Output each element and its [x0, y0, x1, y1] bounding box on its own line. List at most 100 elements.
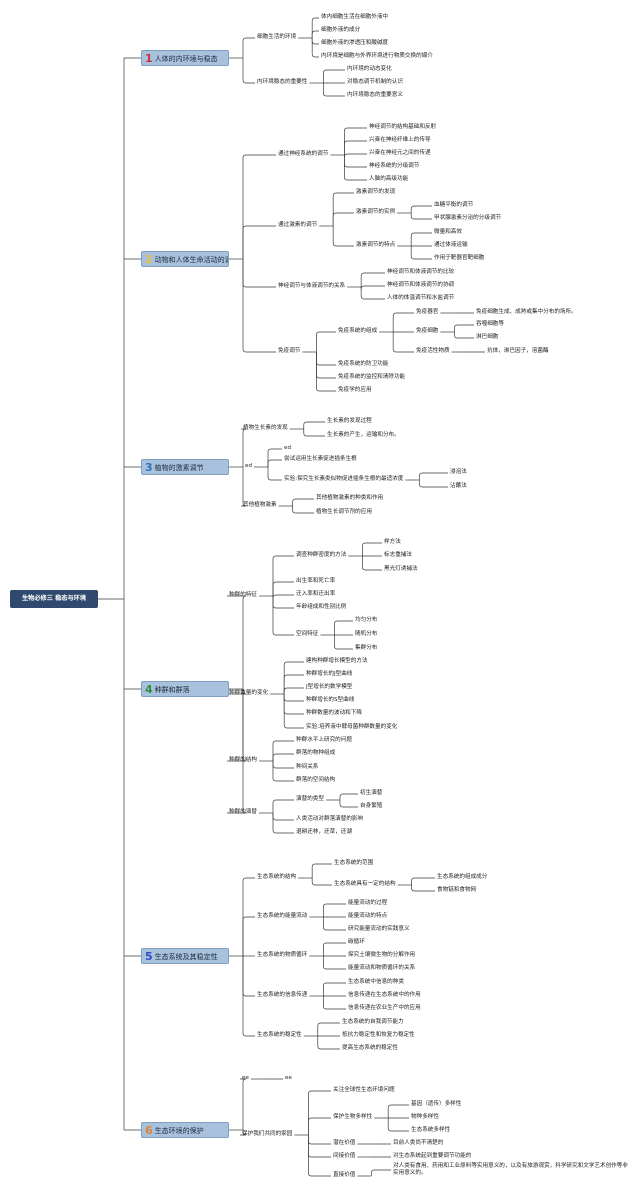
topic-node[interactable]: 实验:探究生长素类似物促进插条生根的最适浓度	[284, 476, 404, 482]
topic-node[interactable]: 黑光灯诱捕法	[384, 566, 418, 572]
topic-node[interactable]: 年龄组成和性别比例	[296, 604, 347, 610]
topic-node[interactable]: 甲状腺激素分泌的分级调节	[434, 215, 502, 221]
topic-node[interactable]: 实验:培养液中酵母菌种群数量的变化	[306, 724, 398, 730]
topic-node[interactable]: 内环境稳态的重要意义	[347, 92, 403, 98]
topic-node[interactable]: 抗体，淋巴因子，溶菌酶	[487, 348, 549, 354]
topic-node[interactable]: 探究土壤微生物的分解作用	[348, 952, 416, 958]
topic-node[interactable]: 人体的体温调节和水盐调节	[387, 295, 455, 301]
topic-node[interactable]: 直接价值	[333, 1172, 356, 1178]
topic-node[interactable]: 初生演替	[360, 790, 383, 796]
topic-node[interactable]: 退耕还林，还草，还湖	[296, 829, 352, 835]
topic-node[interactable]: ed	[245, 463, 252, 469]
topic-node[interactable]: 潜在价值	[333, 1140, 356, 1146]
topic-node[interactable]: 免疫系统的防卫功能	[338, 361, 389, 367]
topic-node[interactable]: 种间关系	[296, 764, 319, 770]
topic-node[interactable]: 物种多样性	[411, 1114, 439, 1120]
topic-node[interactable]: 样方法	[384, 539, 401, 545]
topic-node[interactable]: 信息传递在生态系统中的作用	[348, 992, 421, 998]
root-node[interactable]: 生物必修三 稳态与环境	[10, 590, 98, 608]
topic-node[interactable]: 内环境的动态变化	[347, 66, 392, 72]
topic-node[interactable]: 通过激素的调节	[278, 222, 318, 228]
chapter-node-2[interactable]: 2动物和人体生命活动的调节	[141, 251, 229, 267]
topic-node[interactable]: 生长素的发现过程	[327, 418, 372, 424]
topic-node[interactable]: 建构种群增长模型的方法	[306, 658, 368, 664]
topic-node[interactable]: 生态系统的物质循环	[257, 952, 308, 958]
topic-node[interactable]: 淋巴细胞	[476, 334, 499, 340]
topic-node[interactable]: 出生率和死亡率	[296, 578, 336, 584]
topic-node[interactable]: 免疫细胞生成、成熟或集中分布的场所。	[476, 309, 577, 315]
topic-node[interactable]: 种群数量的变化	[229, 690, 269, 696]
topic-node[interactable]: 浸泡法	[450, 469, 467, 475]
topic-node[interactable]: 群落的空间结构	[296, 777, 336, 783]
topic-node[interactable]: 神经调节的结构基础和反射	[369, 124, 437, 130]
topic-node[interactable]: 兴奋在神经元之间的传递	[369, 150, 431, 156]
topic-node[interactable]: 群落的物种组成	[296, 750, 336, 756]
topic-node[interactable]: 植物生长素的发现	[243, 425, 288, 431]
topic-node[interactable]: 通过神经系统的调节	[278, 151, 329, 157]
topic-node[interactable]: 对稳态调节机制的认识	[347, 79, 403, 85]
topic-node[interactable]: 对生态系统起到重要调节功能的	[393, 1153, 472, 1159]
topic-node[interactable]: 内环境稳态的重要性	[257, 79, 308, 85]
topic-node[interactable]: 内环境是细胞与外界环境进行物质交换的媒介	[321, 53, 433, 59]
topic-node[interactable]: 其他植物激素的种类和作用	[316, 495, 384, 501]
topic-node[interactable]: 细胞生活的环境	[257, 34, 297, 40]
topic-node[interactable]: 免疫系统的监控和清除功能	[338, 374, 406, 380]
topic-node[interactable]: 生态系统多样性	[411, 1127, 451, 1133]
topic-node[interactable]: 免疫细胞	[416, 328, 439, 334]
topic-node[interactable]: 通过体液运输	[434, 242, 468, 248]
topic-node[interactable]: 神经调节与体液调节的关系	[278, 283, 346, 289]
topic-node[interactable]: 食物链和食物网	[437, 887, 477, 893]
topic-node[interactable]: 能量流动的过程	[348, 900, 388, 906]
topic-node[interactable]: 植物生长调节剂的应用	[316, 509, 372, 515]
topic-node[interactable]: 目前人类尚不清楚的	[393, 1140, 444, 1146]
topic-node[interactable]: 免疫系统的组成	[338, 328, 378, 334]
topic-node[interactable]: 生态系统中信息的种类	[348, 979, 404, 985]
topic-node[interactable]: 空间特征	[296, 631, 319, 637]
topic-node[interactable]: 调查种群密度的方法	[296, 552, 347, 558]
topic-node[interactable]: 人类活动对群落演替的影响	[296, 816, 364, 822]
topic-node[interactable]: 免疫器官	[416, 309, 439, 315]
topic-node[interactable]: 神经调节和体液调节的协调	[387, 282, 455, 288]
topic-node[interactable]: 种群水平上研究的问题	[296, 737, 352, 743]
topic-node[interactable]: 关注全球性生态环境问题	[333, 1087, 395, 1093]
topic-node[interactable]: 随机分布	[355, 631, 378, 637]
topic-node[interactable]: 能量流动的特点	[348, 913, 388, 919]
topic-node[interactable]: 间接价值	[333, 1153, 356, 1159]
topic-node[interactable]: 种群的演替	[229, 809, 257, 815]
topic-node[interactable]: 生长素的产生，运输和分布。	[327, 432, 400, 438]
topic-node[interactable]: ee	[285, 1075, 292, 1081]
topic-node[interactable]: 提高生态系统的稳定性	[342, 1045, 398, 1051]
topic-node[interactable]: 种群的结构	[229, 757, 257, 763]
topic-node[interactable]: 种群增长的S型曲线	[306, 697, 355, 703]
topic-node[interactable]: 激素调节的特点	[356, 242, 396, 248]
topic-node[interactable]: 种群的特征	[229, 592, 257, 598]
topic-node[interactable]: 研究能量流动的实践意义	[348, 926, 410, 932]
topic-node[interactable]: 种群数量的波动和下降	[306, 710, 362, 716]
topic-node[interactable]: 激素调节的发现	[356, 189, 396, 195]
topic-node[interactable]: 吞噬细胞等	[476, 321, 504, 327]
topic-node[interactable]: 生态系统的能量流动	[257, 913, 308, 919]
topic-node[interactable]: 迁入率和迁出率	[296, 591, 336, 597]
topic-node[interactable]: 作用于靶器官靶细胞	[434, 255, 485, 261]
topic-node[interactable]: 生态系统的组成成分	[437, 874, 488, 880]
topic-node[interactable]: 神经系统的分级调节	[369, 163, 420, 169]
topic-node[interactable]: 沾蘸法	[450, 483, 467, 489]
topic-node[interactable]: 基因（遗传）多样性	[411, 1101, 462, 1107]
topic-node[interactable]: 免疫调节	[278, 348, 301, 354]
topic-node[interactable]: 生态系统的信息传递	[257, 992, 308, 998]
topic-node[interactable]: 保护我们共同的家园	[242, 1131, 293, 1137]
topic-node[interactable]: 均匀分布	[355, 617, 378, 623]
topic-node[interactable]: 免疫活性物质	[416, 348, 450, 354]
topic-node[interactable]: 激素调节的实例	[356, 209, 396, 215]
topic-node[interactable]: 保护生物多样性	[333, 1114, 373, 1120]
topic-node[interactable]: 标志重捕法	[384, 552, 412, 558]
topic-node[interactable]: 细胞外液的渗透压和酸碱度	[321, 40, 389, 46]
topic-node[interactable]: 生态系统的自我调节能力	[342, 1019, 404, 1025]
topic-node[interactable]: 其他植物激素	[243, 502, 277, 508]
topic-node[interactable]: 抵抗力稳定性和恢复力稳定性	[342, 1032, 415, 1038]
topic-node[interactable]: 生态系统的结构	[257, 874, 297, 880]
topic-node[interactable]: 免疫学的应用	[338, 387, 372, 393]
